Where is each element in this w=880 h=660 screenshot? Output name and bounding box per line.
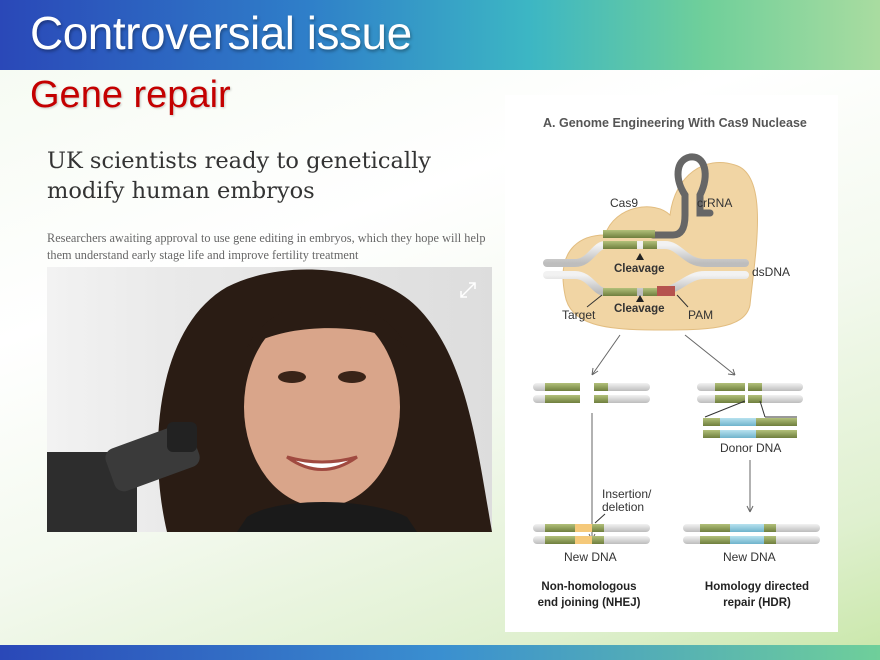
expand-arrows-icon[interactable] (460, 282, 476, 298)
article-headline: UK scientists ready to genetically modif… (47, 148, 431, 204)
slide-subtitle: Gene repair (30, 74, 231, 116)
nhej-new-dna (533, 524, 650, 544)
label-pam: PAM (688, 308, 713, 322)
pam-site (657, 286, 675, 296)
microscope (47, 422, 200, 532)
label-crrna: crRNA (697, 196, 732, 210)
diagram-title: A. Genome Engineering With Cas9 Nuclease (543, 116, 807, 130)
label-insertion: Insertion/ (602, 487, 652, 501)
label-nhej-line2: end joining (NHEJ) (538, 597, 641, 609)
slide-header-band (0, 0, 880, 70)
label-cleavage-top: Cleavage (614, 263, 665, 275)
label-cleavage-bottom: Cleavage (614, 303, 665, 315)
label-target: Target (562, 308, 596, 322)
label-dsdna: dsDNA (752, 265, 790, 279)
crispr-cas9-diagram: A. Genome Engineering With Cas9 Nuclease… (533, 116, 820, 609)
crrna-loop (649, 153, 714, 239)
nhej-broken-dna (533, 383, 650, 403)
slide-title: Controversial issue (30, 7, 412, 59)
donor-dna (703, 418, 797, 438)
slide-footer-band (0, 645, 880, 660)
article-standfirst: Researchers awaiting approval to use gen… (47, 231, 486, 262)
hdr-broken-dna (697, 383, 803, 418)
scientist-photo-illustration (47, 269, 492, 532)
label-donor-dna: Donor DNA (720, 441, 781, 455)
label-cas9: Cas9 (610, 196, 638, 210)
hdr-new-dna (683, 524, 820, 544)
label-nhej-line1: Non-homologous (541, 581, 636, 593)
label-new-dna-right: New DNA (723, 550, 776, 564)
crispr-diagram-panel: A. Genome Engineering With Cas9 Nuclease… (505, 95, 838, 632)
label-new-dna-left: New DNA (564, 550, 617, 564)
label-hdr-line1: Homology directed (705, 581, 809, 593)
article-photo (47, 267, 492, 532)
label-deletion: deletion (602, 500, 644, 514)
label-hdr-line2: repair (HDR) (723, 597, 791, 609)
